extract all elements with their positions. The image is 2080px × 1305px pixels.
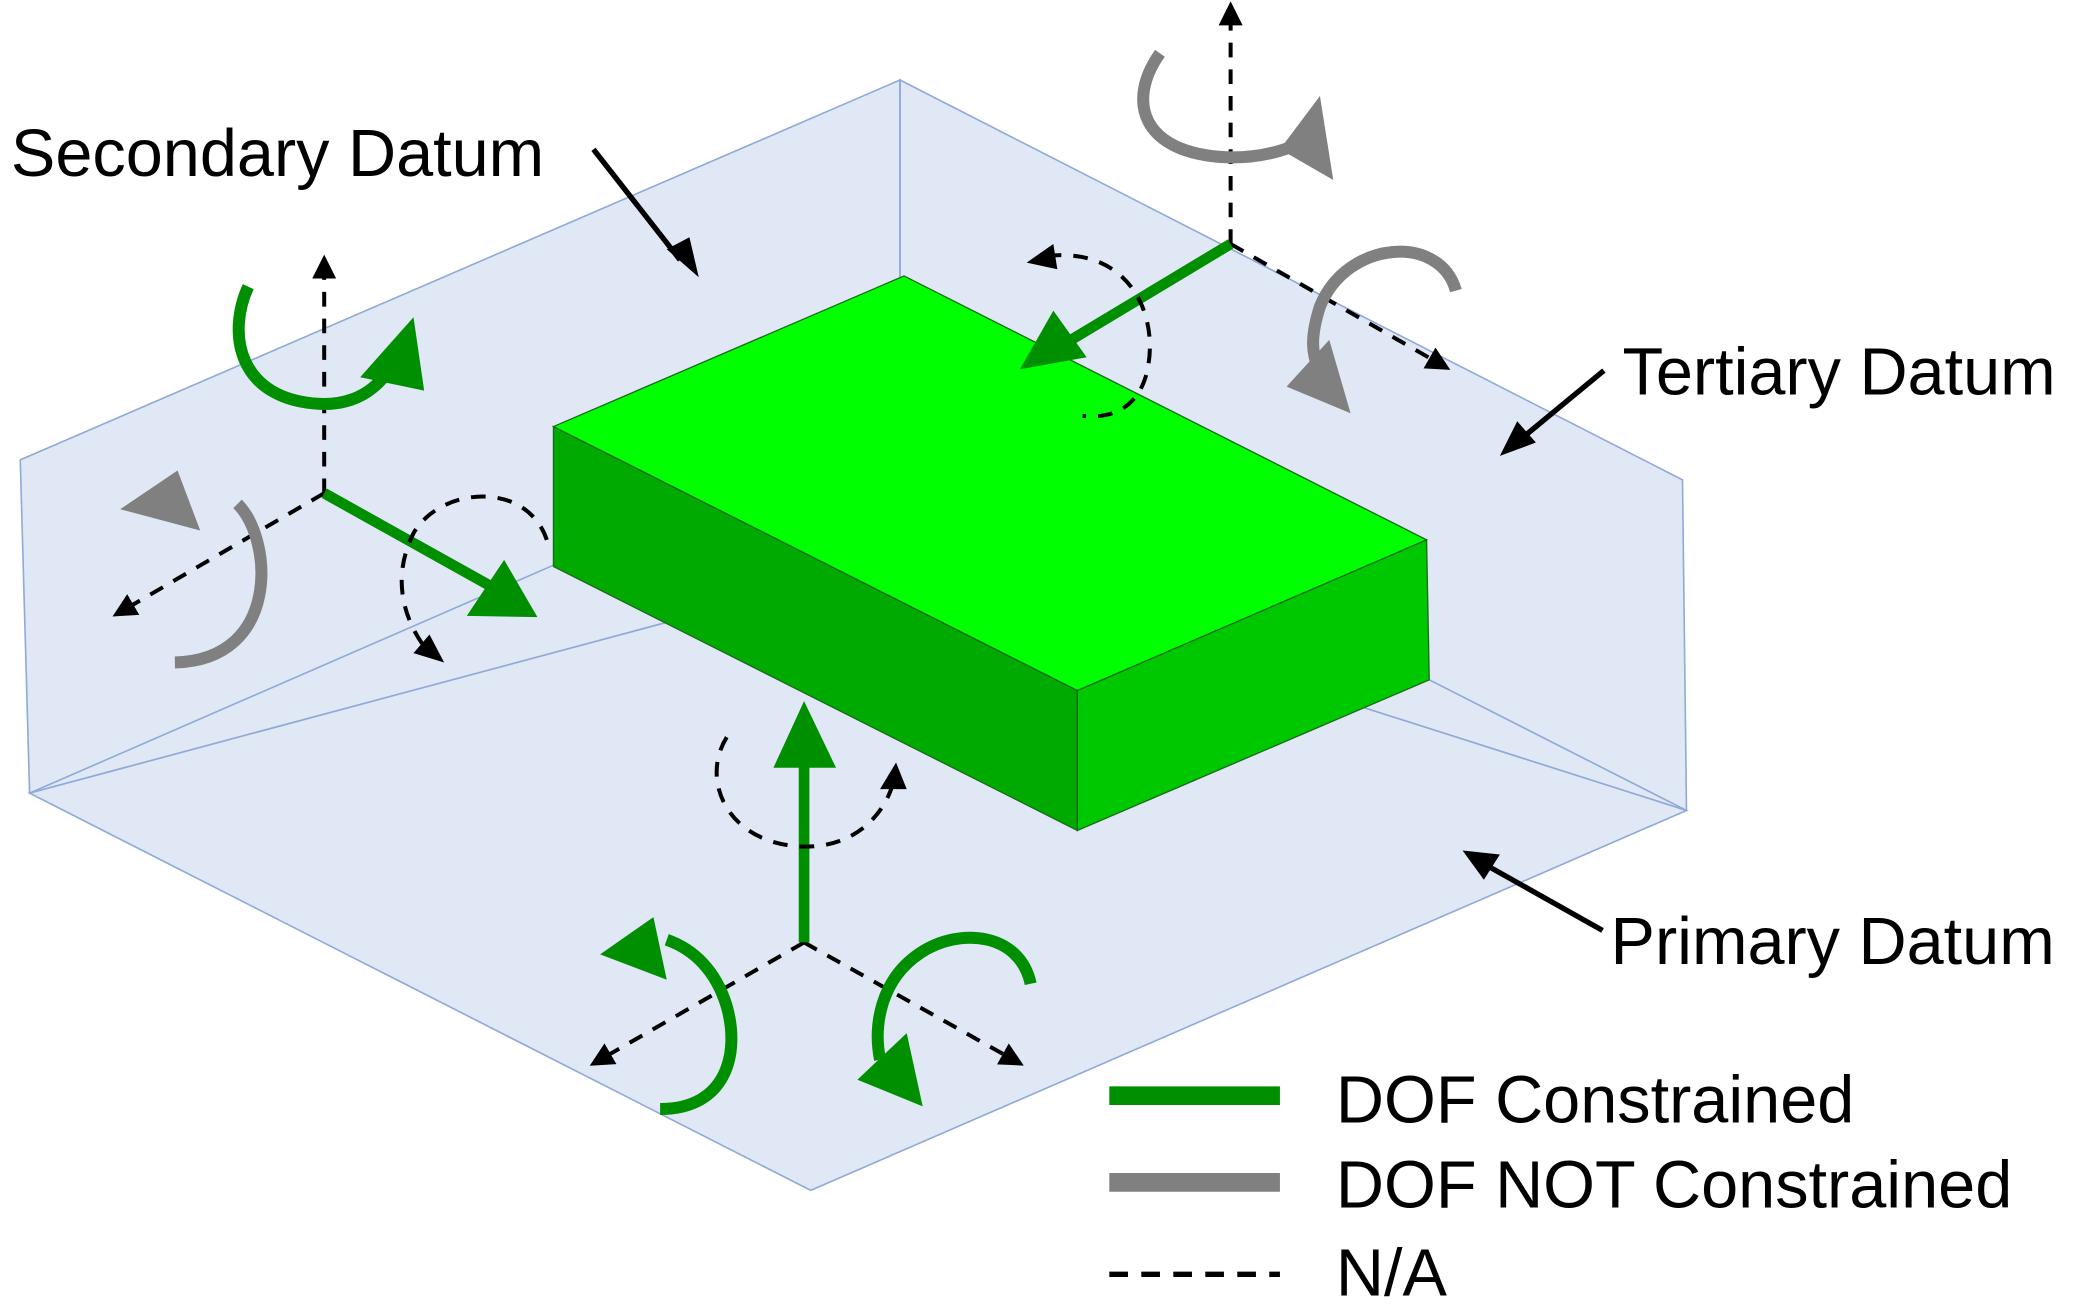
part-block	[551, 275, 1430, 832]
primary-right-translation-na	[803, 940, 1024, 1066]
primary-right-rotation-constrained	[871, 931, 1037, 1061]
primary-left-rotation-constrained	[659, 934, 738, 1116]
primary-datum-leader-arrowhead	[1462, 850, 1500, 880]
secondary-datum-label: Secondary Datum	[11, 117, 544, 191]
tertiary-datum-label: Tertiary Datum	[1623, 336, 2056, 410]
tertiary-normal-rotation-na	[1046, 253, 1152, 419]
legend-item-constrained: DOF Constrained	[1109, 1063, 1854, 1137]
legend: DOF Constrained DOF NOT Constrained N/A	[1109, 1063, 2012, 1305]
secondary-vertical-rotation-arrowhead	[360, 317, 425, 391]
secondary-normal-arrowhead	[466, 559, 538, 618]
tertiary-normal-translation-constrained	[1057, 239, 1234, 352]
tertiary-normal-rotation-arrowhead	[1026, 243, 1058, 270]
secondary-vertical-rotation-constrained	[232, 284, 399, 410]
legend-item-not-constrained: DOF NOT Constrained	[1109, 1149, 2012, 1223]
tertiary-normal-arrowhead	[1020, 310, 1087, 370]
secondary-datum-leader	[591, 147, 683, 262]
tertiary-datum-leader-arrowhead	[1499, 421, 1536, 456]
primary-datum-label: Primary Datum	[1611, 905, 2055, 979]
secondary-normal-rotation-arrowhead	[413, 634, 445, 663]
legend-item-na: N/A	[1109, 1237, 1448, 1305]
secondary-horizontal-rotation-arrowhead	[120, 470, 201, 531]
datum-labels: Secondary Datum Tertiary Datum Primary D…	[11, 117, 2056, 979]
legend-label-not-constrained: DOF NOT Constrained	[1336, 1149, 2012, 1223]
secondary-horizontal-rotation-not-constrained	[174, 499, 268, 669]
legend-label-na: N/A	[1336, 1237, 1448, 1305]
primary-datum-leader	[1482, 861, 1604, 933]
tertiary-horizontal-rotation-not-constrained	[1307, 245, 1462, 369]
primary-dof-system	[589, 701, 1037, 1116]
primary-normal-rotation-arrowhead	[880, 762, 907, 790]
legend-label-constrained: DOF Constrained	[1336, 1063, 1854, 1137]
secondary-horizontal-translation-na	[112, 491, 326, 617]
part-top-face	[551, 275, 1429, 692]
secondary-datum-leader-arrowhead	[666, 237, 699, 278]
primary-normal-rotation-na	[714, 736, 894, 849]
secondary-dof-system	[112, 254, 549, 669]
datum-edge-left-floor	[29, 564, 554, 794]
primary-left-rotation-arrowhead	[600, 917, 667, 980]
tertiary-vertical-rotation-arrowhead	[1279, 95, 1334, 180]
datum-edge-right-floor	[1428, 679, 1687, 812]
secondary-normal-rotation-na	[399, 494, 549, 648]
tertiary-dof-system	[1020, 1, 1462, 419]
primary-right-rotation-arrowhead	[857, 1033, 923, 1107]
tertiary-datum-leader	[1518, 368, 1606, 442]
primary-normal-arrowhead	[773, 701, 837, 768]
tertiary-horizontal-translation-na	[1229, 242, 1451, 370]
primary-left-translation-na	[589, 940, 806, 1066]
tertiary-horizontal-rotation-arrowhead	[1286, 339, 1351, 414]
